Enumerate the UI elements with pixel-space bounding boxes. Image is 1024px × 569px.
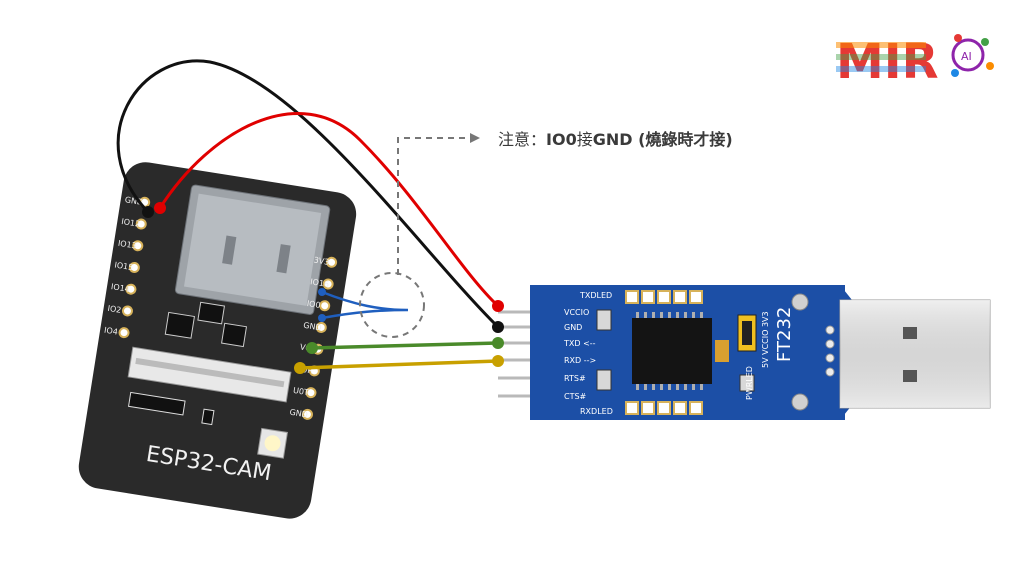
esp32-left-pin-label: IO12 — [121, 217, 141, 229]
wire-endpoints — [142, 202, 504, 374]
note-gnd: GND — [592, 130, 633, 149]
note-prefix: 注意： — [498, 130, 547, 149]
note-leader-line — [397, 137, 470, 275]
esp32-cam-board: ESP32-CAM GND IO12 IO13 IO15 IO14 IO2 IO… — [78, 162, 357, 519]
esp32-left-pin-label: IO2 — [107, 304, 122, 315]
ft232-pin-label: VCCIO — [564, 308, 589, 317]
black-wire — [116, 59, 500, 329]
esp32-right-pin-label: U0T — [292, 386, 309, 397]
note-io0: IO0 — [546, 130, 577, 149]
esp32-left-pin-label: IO15 — [114, 260, 134, 272]
green-wire — [311, 341, 499, 350]
note-arrowhead — [470, 133, 480, 143]
esp32-left-pin-label: GND — [124, 195, 144, 207]
yellow-wire — [299, 359, 499, 370]
io0-gnd-note: 注意：IO0接GND (燒錄時才接) — [498, 126, 733, 150]
ft232-pin-label: GND — [564, 323, 582, 332]
ft232-pin-label: RTS# — [564, 374, 586, 383]
ft232-voltage-label: 5V VCCIO 3V3 — [761, 311, 770, 368]
ft232-pin-label: RXD --> — [564, 356, 596, 365]
esp32-right-pin-label: IO16 — [310, 277, 330, 289]
ft232-chip-label: FT232 — [774, 307, 795, 362]
mir-logo: MIR AI — [836, 34, 994, 90]
esp32-right-pin-label: 3V3 — [313, 256, 330, 267]
io0-highlight-circle — [359, 272, 425, 338]
esp32-right-pin-label: GND — [303, 321, 323, 333]
ft232-pin-label: TXD <-- — [563, 339, 596, 348]
ft232-board: VCCIO GND TXD <-- RXD --> RTS# CTS# TXDL… — [498, 285, 991, 420]
blue-wire — [321, 290, 409, 320]
esp32-left-pin-label: IO4 — [103, 326, 118, 337]
esp32-left-pin-label: IO13 — [117, 239, 137, 251]
mir-logo-ai-badge: AI — [961, 50, 972, 63]
esp32-left-pin-label: IO14 — [110, 282, 130, 294]
note-suffix: (燒錄時才接) — [632, 130, 733, 149]
note-connect: 接 — [576, 130, 593, 149]
esp32-right-pin-label: IO0 — [306, 299, 321, 310]
red-wire — [158, 112, 500, 308]
esp32-right-pin-label: GND — [289, 408, 309, 420]
ft232-pin-label: CTS# — [564, 392, 587, 401]
ft232-pwrled-label: PWRLED — [745, 366, 754, 400]
ft232-txdled-label: TXDLED — [579, 291, 612, 300]
ft232-rxdled-label: RXDLED — [580, 407, 613, 416]
